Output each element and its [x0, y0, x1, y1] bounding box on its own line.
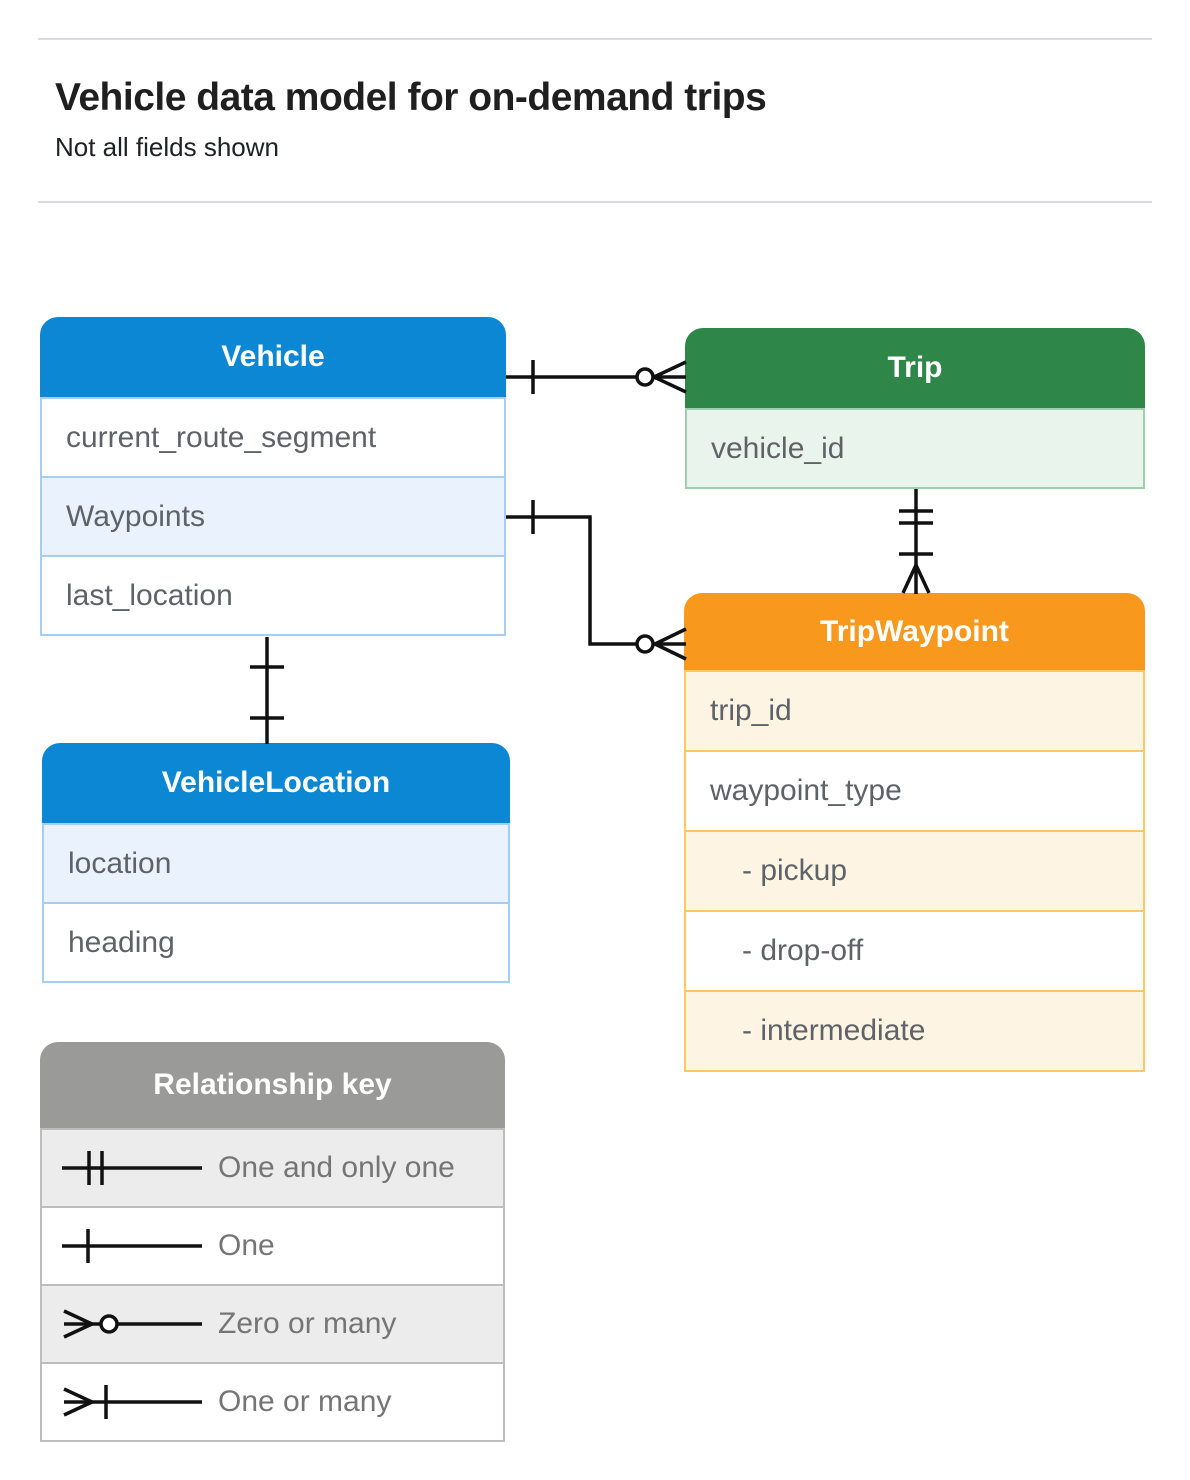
one-or-many-icon [63, 1385, 202, 1419]
field-heading: heading [44, 902, 508, 981]
field-trip-id: trip_id [686, 672, 1143, 750]
key-label: One and only one [218, 1151, 455, 1184]
field-waypoint-type-intermediate: - intermediate [686, 990, 1143, 1070]
entity-vehicle-title: Vehicle [40, 317, 506, 397]
one-and-only-one-icon [62, 1151, 202, 1185]
connector-vehicle-trip [506, 360, 687, 394]
field-waypoint-type-pickup: - pickup [686, 830, 1143, 910]
connector-vehicle-vehiclelocation [250, 637, 284, 744]
connector-trip-tripwaypoint [899, 489, 933, 594]
field-last-location: last_location [42, 555, 504, 634]
entity-vehicle: Vehicle current_route_segment Waypoints … [40, 317, 506, 636]
field-waypoint-type: waypoint_type [686, 750, 1143, 830]
key-label: One [218, 1229, 275, 1262]
page-title: Vehicle data model for on-demand trips [55, 76, 767, 119]
key-row-one-or-many: One or many [42, 1362, 503, 1440]
entity-vehicle-location-title: VehicleLocation [42, 743, 510, 823]
entity-trip-waypoint: TripWaypoint trip_id waypoint_type - pic… [684, 593, 1145, 1072]
field-waypoint-type-drop-off: - drop-off [686, 910, 1143, 990]
entity-trip: Trip vehicle_id [685, 328, 1145, 489]
key-row-one-and-only-one: One and only one [42, 1130, 503, 1206]
field-vehicle-id: vehicle_id [687, 410, 1143, 487]
field-location: location [44, 825, 508, 902]
entity-trip-title: Trip [685, 328, 1145, 408]
key-row-zero-or-many: Zero or many [42, 1284, 503, 1362]
top-divider [38, 38, 1152, 40]
relationship-key-title: Relationship key [40, 1042, 505, 1128]
relationship-key: Relationship key One and only one [40, 1042, 505, 1442]
entity-trip-waypoint-title: TripWaypoint [684, 593, 1145, 670]
key-label: Zero or many [218, 1307, 397, 1340]
one-icon [62, 1229, 202, 1263]
field-current-route-segment: current_route_segment [66, 420, 377, 454]
field-waypoints: Waypoints [42, 476, 504, 555]
zero-or-many-icon [63, 1309, 202, 1339]
entity-vehicle-location: VehicleLocation location heading [42, 743, 510, 983]
connector-waypoints-tripwaypoint [506, 500, 687, 661]
header-divider [38, 201, 1152, 203]
key-label: One or many [218, 1385, 392, 1418]
key-row-one: One [42, 1206, 503, 1284]
page-subtitle: Not all fields shown [55, 132, 279, 162]
